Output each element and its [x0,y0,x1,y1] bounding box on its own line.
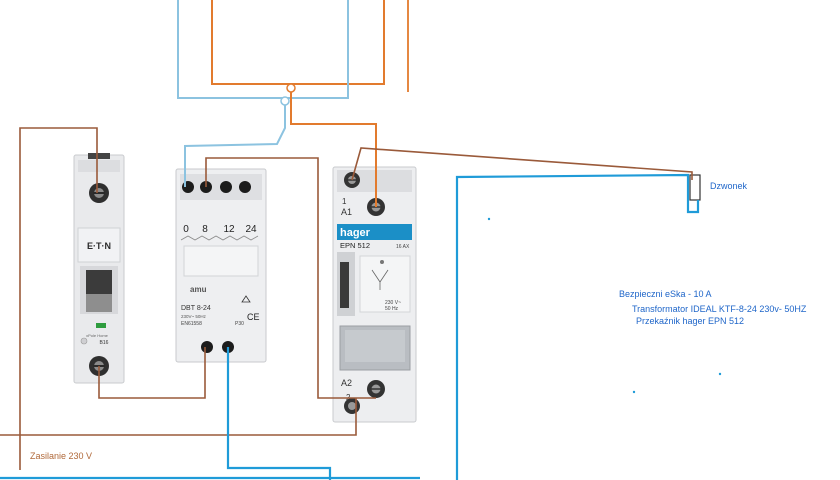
wire-orange-to-relay-a1 [290,92,377,207]
relay-symbol-icon [371,269,389,290]
relay-rating: 16 AX [396,244,410,250]
relay-note: Przekaźnik hager EPN 512 [636,316,745,326]
relay-manual-lever[interactable] [340,262,349,308]
bell-label: Dzwonek [710,181,748,191]
transformer-terminal-12 [220,181,232,193]
wire-brown-breaker-to-transformer [98,347,206,399]
junction-orange [286,83,296,93]
relay-brand: hager [340,227,371,239]
relay-model: EPN 512 [340,241,370,250]
wire-blue-transformer-bottom [226,347,332,480]
bell-component [689,174,701,201]
wire-brown-supply-bottom [0,398,357,436]
breaker-small-text: xPole Home [86,333,109,338]
wire-brown-relay-to-bell [351,147,693,181]
wire-brown-supply-top [19,127,98,470]
bell-transformer: 0 8 12 24 amu DBT 8-24 230V~ 50Hz EN6155… [175,168,267,363]
transformer-brand: amu [190,285,207,294]
transformer-label-24: 24 [245,224,257,235]
breaker-rating: B16 [100,340,109,346]
breaker-toggle-lever[interactable] [86,270,112,294]
transformer-model: DBT 8-24 [181,305,211,312]
transformer-specs: 230V~ 50Hz [181,314,207,319]
transformer-bottom-terminal-left [201,341,213,353]
impulse-relay: 1 A1 hager EPN 512 16 AX 230 V~ 50 Hz A2… [332,166,417,423]
transformer-ip: P30 [235,321,244,327]
circuit-breaker: E·T·N xPole Home B16 [73,153,125,384]
fuse-label: Bezpieczni eSka - 10 A [619,289,712,299]
transformer-terminal-0 [182,181,194,193]
supply-label: Zasilanie 230 V [30,451,93,461]
wire-light-blue-top-loop [177,0,349,99]
transformer-label-12: 12 [223,224,235,235]
relay-brand-band [337,224,412,240]
relay-terminal-top-number: 1 [342,197,347,206]
transformer-label-8: 8 [202,224,208,235]
transformer-label-0: 0 [183,224,189,235]
relay-coil-frequency: 50 Hz [385,306,399,312]
wire-orange-top-loop [211,0,385,85]
wire-brown-transformer-to-relay [205,157,376,399]
breaker-brand: E·T·N [87,241,111,251]
relay-coil-voltage: 230 V~ [385,300,401,306]
relay-terminal-a1-label: A1 [341,207,352,217]
transformer-standard: EN61558 [181,321,202,327]
relay-terminal-a2-label: A2 [341,378,352,388]
transformer-terminal-24 [239,181,251,193]
transformer-ce-mark: CE [247,312,260,322]
junction-light-blue [280,96,290,106]
wire-light-blue-to-transformer [184,105,286,187]
warning-triangle-icon [241,295,251,303]
wire-blue-bell-return [455,173,700,480]
transformer-note: Transformator IDEAL KTF-8-24 230v- 50HZ [632,304,807,314]
